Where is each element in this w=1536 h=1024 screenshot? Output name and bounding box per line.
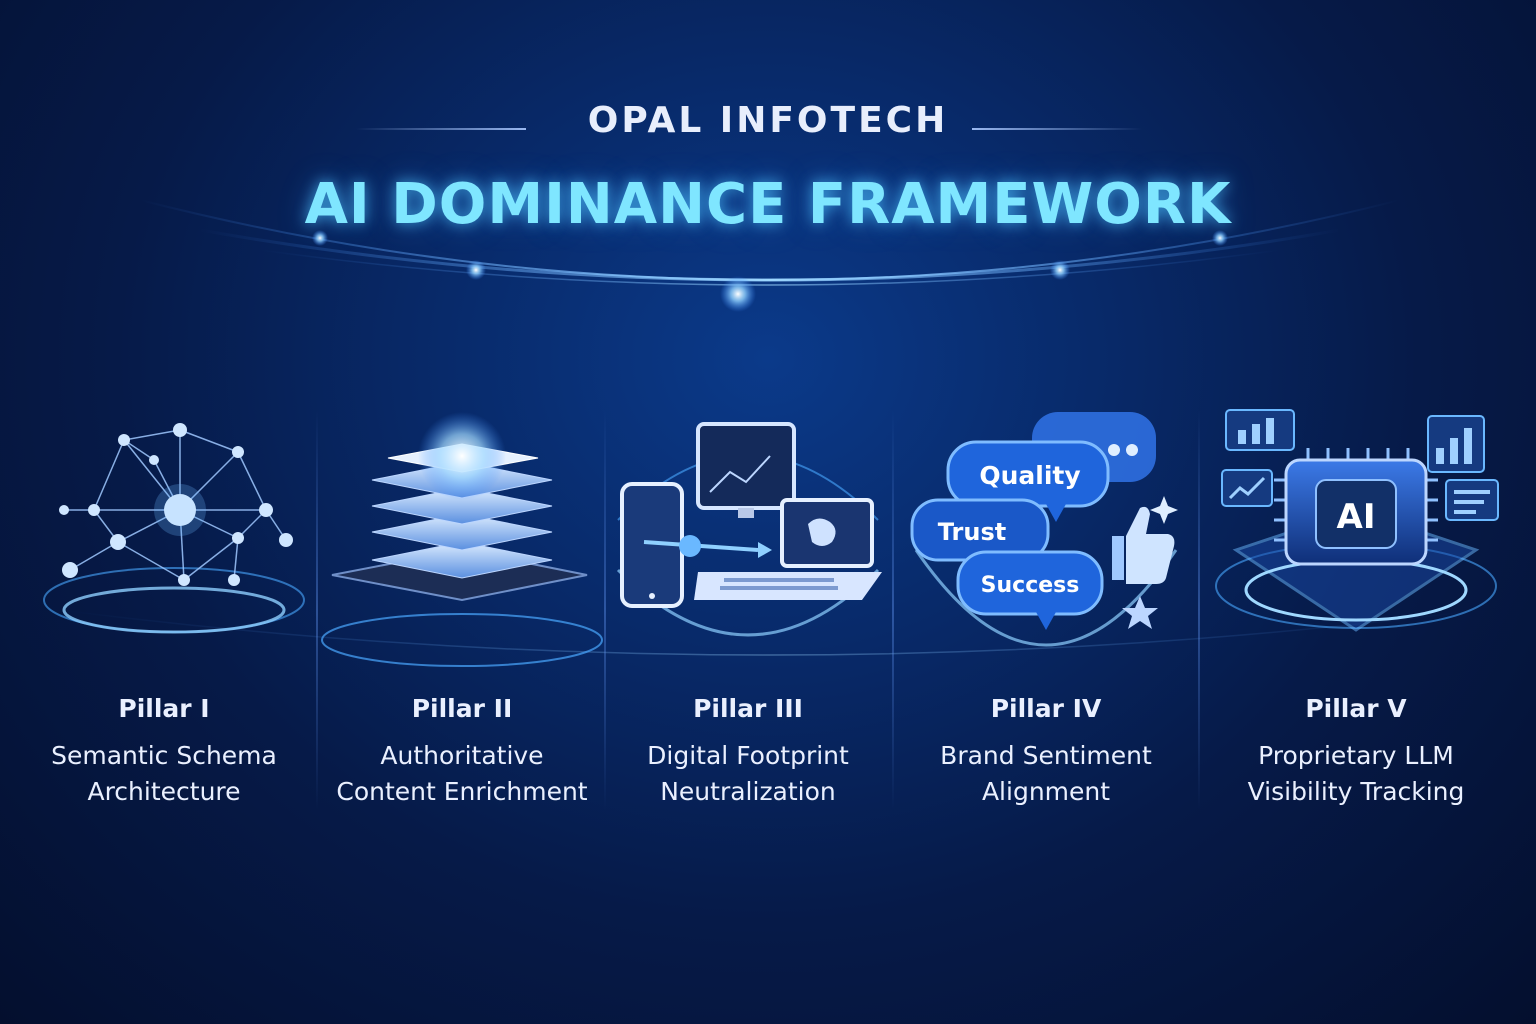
- pillar-name: Semantic Schema Architecture: [14, 738, 314, 810]
- pillar-name: Digital Footprint Neutralization: [598, 738, 898, 810]
- pillar-divider: [316, 410, 318, 810]
- pillar-3: Pillar III Digital Footprint Neutralizat…: [598, 400, 898, 840]
- layer-stack-icon: [312, 400, 612, 680]
- speech-bubbles-icon: Quality Trust Success: [896, 400, 1196, 680]
- pillar-name-line: Authoritative: [380, 741, 544, 770]
- bar-chart-icon: [1225, 409, 1295, 451]
- pillar-label: Pillar III: [693, 694, 803, 723]
- chip-label: AI: [1337, 497, 1376, 537]
- brand-name: OPAL INFOTECH: [587, 100, 949, 141]
- pillar-label: Pillar II: [411, 694, 513, 723]
- pillar-label: Pillar IV: [990, 694, 1102, 723]
- page-title: AI DOMINANCE FRAMEWORK: [304, 172, 1232, 237]
- network-globe-icon: [14, 400, 314, 680]
- bar-chart-icon: [1427, 415, 1485, 473]
- pillar-name-line: Proprietary LLM: [1258, 741, 1454, 770]
- pillar-1: Pillar I Semantic Schema Architecture: [14, 400, 314, 840]
- pillar-name-line: Neutralization: [660, 777, 836, 806]
- pillar-divider: [1198, 410, 1200, 810]
- pillar-name: Brand Sentiment Alignment: [896, 738, 1196, 810]
- pillar-label: Pillar V: [1305, 694, 1407, 723]
- bubble-success: Success: [981, 573, 1080, 598]
- bubble-trust: Trust: [938, 518, 1006, 546]
- pillar-name-line: Visibility Tracking: [1247, 777, 1465, 806]
- line-chart-icon: [1221, 469, 1273, 507]
- brand-divider-right: [972, 128, 1142, 130]
- pillar-2: Pillar II Authoritative Content Enrichme…: [312, 400, 612, 840]
- pillar-5: AI Pillar V: [1206, 400, 1506, 840]
- pillar-label: Pillar I: [118, 694, 210, 723]
- pillar-name-line: Alignment: [981, 777, 1111, 806]
- pillar-divider: [892, 410, 894, 810]
- pillar-name-line: Content Enrichment: [336, 777, 588, 806]
- pillar-divider: [604, 410, 606, 810]
- pillar-name-line: Digital Footprint: [647, 741, 849, 770]
- pillar-name: Authoritative Content Enrichment: [312, 738, 612, 810]
- list-panel-icon: [1445, 479, 1499, 521]
- bubble-quality: Quality: [979, 461, 1080, 490]
- devices-icon: [598, 400, 898, 680]
- ai-chip-icon: AI: [1206, 400, 1506, 680]
- pillar-name-line: Brand Sentiment: [940, 741, 1152, 770]
- pillar-name: Proprietary LLM Visibility Tracking: [1206, 738, 1506, 810]
- pillar-name-line: Architecture: [87, 777, 241, 806]
- pillar-name-line: Semantic Schema: [51, 741, 277, 770]
- pillar-4: Quality Trust Success Pillar IV Brand Se…: [896, 400, 1196, 840]
- brand-divider-left: [356, 128, 526, 130]
